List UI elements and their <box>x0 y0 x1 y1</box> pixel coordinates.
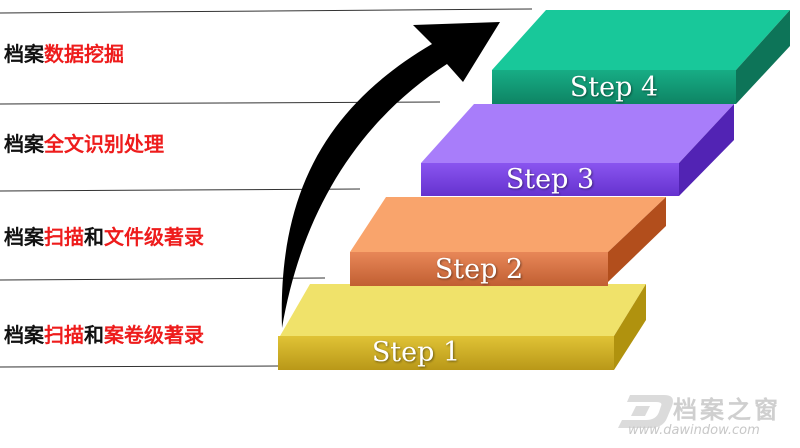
label-prefix: 档案 <box>4 132 44 156</box>
step-3-label: Step 3 <box>505 164 595 195</box>
label-step-4: 档案数据挖掘 <box>4 38 124 67</box>
step-4-block <box>492 10 790 104</box>
watermark-logo-text: 档案之窗 <box>673 396 781 424</box>
step-1-side-face <box>614 284 646 370</box>
separator-line <box>0 8 533 14</box>
step-4-label: Step 4 <box>569 72 659 103</box>
label-highlight: 全文识别处理 <box>44 132 164 156</box>
step-4-top-face <box>492 10 790 70</box>
step-1-front-face <box>278 336 614 370</box>
label-step-2: 档案扫描和文件级著录 <box>4 221 204 250</box>
separator-line <box>0 188 361 192</box>
step-3-top-face <box>421 104 734 163</box>
step-3-front-face <box>421 163 679 196</box>
step-3-side-face <box>679 104 734 196</box>
watermark-url: www.dawindow.com <box>628 423 760 438</box>
d-logo-icon <box>618 395 673 428</box>
step-1-block <box>278 284 646 370</box>
step-1-top-face <box>280 284 646 336</box>
step-4-front-face <box>492 70 736 104</box>
label-highlight: 文件级著录 <box>104 225 204 249</box>
step-3-block <box>421 104 734 196</box>
label-step-3: 档案全文识别处理 <box>4 128 164 157</box>
label-highlight: 扫描 <box>44 323 84 347</box>
label-highlight: 案卷级著录 <box>104 323 204 347</box>
label-prefix: 档案 <box>4 225 44 249</box>
step-2-top-face <box>350 197 666 252</box>
label-step-1: 档案扫描和案卷级著录 <box>4 319 204 348</box>
label-connector: 和 <box>84 323 104 347</box>
step-4-side-face <box>736 10 790 104</box>
step-2-block <box>350 197 666 286</box>
curved-arrow-icon <box>281 22 500 328</box>
separator-line <box>0 277 326 281</box>
label-prefix: 档案 <box>4 323 44 347</box>
label-prefix: 档案 <box>4 42 44 66</box>
label-connector: 和 <box>84 225 104 249</box>
separator-line <box>0 365 281 368</box>
step-2-side-face <box>608 197 666 282</box>
label-highlight: 扫描 <box>44 225 84 249</box>
step-2-label: Step 2 <box>434 254 524 285</box>
label-highlight: 数据挖掘 <box>44 42 124 66</box>
step-1-label: Step 1 <box>371 337 461 368</box>
step-2-front-face <box>350 252 608 286</box>
